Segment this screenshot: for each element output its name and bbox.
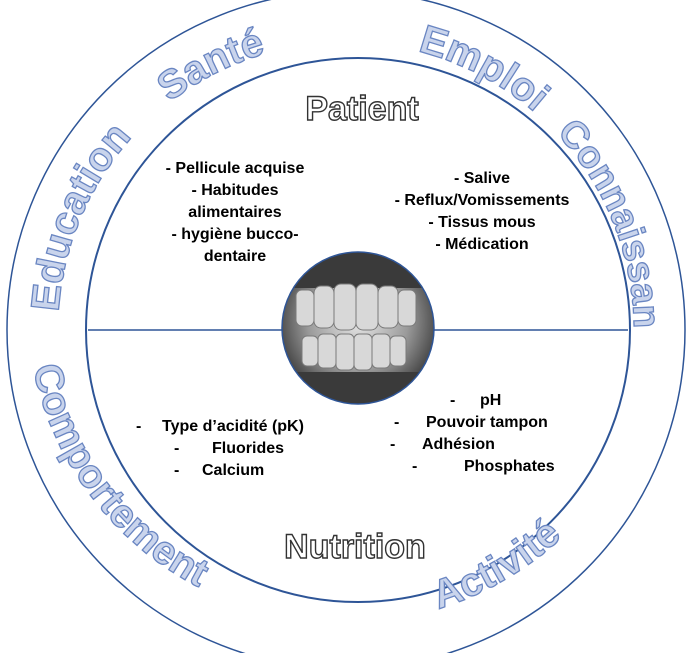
list-item: dentaire [203, 248, 267, 265]
list-item: alimentaires [188, 204, 282, 221]
list-item: -Adhésion [390, 436, 495, 453]
outer-ring [6, 0, 686, 653]
teeth-photo-border [281, 251, 435, 405]
teeth-photo [282, 252, 434, 404]
list-item: -Phosphates [412, 458, 555, 475]
list-bottom-left: -Type d’acidité (pK) -Fluorides -Calcium [136, 416, 346, 482]
list-item: - Pellicule acquise [165, 160, 305, 177]
list-item: -Type d’acidité (pK) [136, 418, 304, 435]
label-nutrition: Nutrition [284, 528, 426, 566]
list-item: -pH [450, 392, 502, 409]
list-item: - Habitudes [191, 182, 279, 199]
list-item: -Fluorides [174, 440, 285, 457]
list-item: - hygiène bucco- [171, 226, 299, 243]
list-top-left: - Pellicule acquise - Habitudes alimenta… [145, 158, 325, 268]
list-item: - Salive [453, 170, 511, 187]
list-item: -Calcium [174, 462, 265, 479]
list-item: - Tissus mous [428, 214, 536, 231]
list-bottom-right: -pH -Pouvoir tampon -Adhésion -Phosphate… [386, 390, 586, 478]
list-top-right: - Salive - Reflux/Vomissements - Tissus … [370, 168, 594, 256]
list-item: - Médication [435, 236, 529, 253]
list-item: - Reflux/Vomissements [394, 192, 570, 209]
label-patient: Patient [305, 90, 418, 128]
list-item: -Pouvoir tampon [394, 414, 548, 431]
